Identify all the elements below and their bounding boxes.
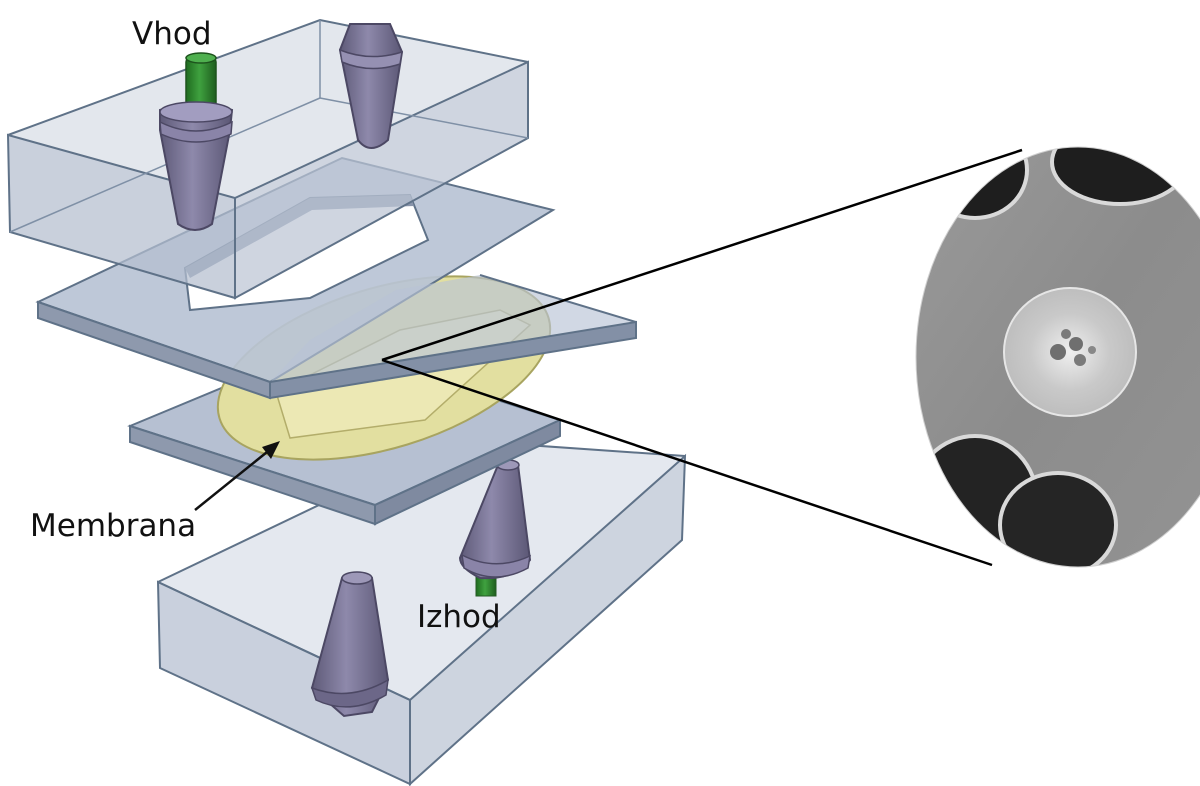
membrane-label: Membrana <box>30 508 196 544</box>
inlet-label: Vhod <box>132 16 212 52</box>
middle-plate-right-section <box>269 274 637 400</box>
lower-fitting <box>310 571 390 718</box>
outlet-label: Izhod <box>417 599 501 635</box>
pore <box>1050 147 1190 206</box>
sem-micrograph-inset <box>915 146 1200 568</box>
particle <box>1003 287 1137 417</box>
upper-housing <box>6 18 529 300</box>
membrane-pointer-arrow <box>194 441 280 511</box>
pore <box>921 147 1029 220</box>
inlet-fitting <box>159 52 234 231</box>
upper-right-fitting <box>338 23 404 149</box>
zoom-callout-lines <box>381 148 1023 567</box>
particle-hole <box>1050 344 1066 360</box>
pore <box>998 471 1118 567</box>
lower-housing <box>156 438 687 786</box>
outlet-fitting <box>458 459 532 597</box>
